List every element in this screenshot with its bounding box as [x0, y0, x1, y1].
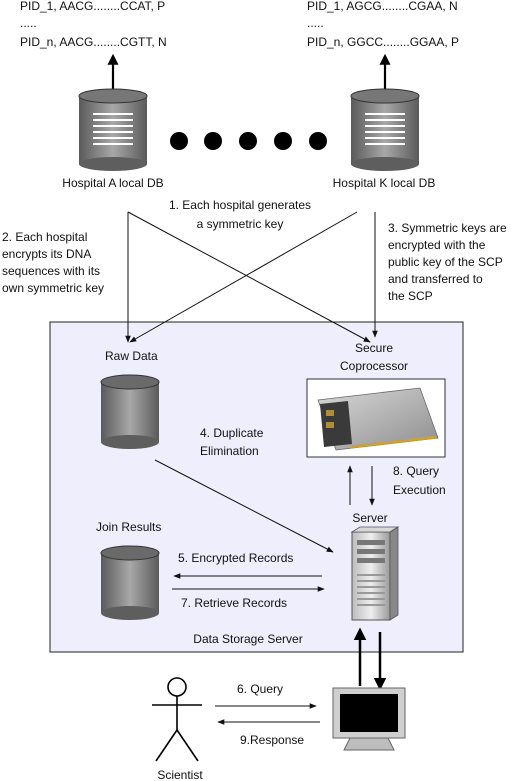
scp-label-line1: Secure — [355, 341, 393, 355]
raw-data-label: Raw Data — [105, 349, 158, 363]
step4-line: 4. Duplicate — [200, 426, 264, 440]
secure-coprocessor-image — [306, 378, 446, 458]
hospital-a-label: Hospital A local DB — [62, 176, 163, 190]
step6-label: 6. Query — [237, 682, 283, 696]
record-line: PID_n, GGCC........GGAA, P — [307, 35, 459, 49]
hospital-k-db-icon — [350, 88, 420, 171]
step9-label: 9.Response — [240, 733, 304, 747]
server-tower-icon — [350, 526, 400, 621]
arrow-k-to-raw-data — [129, 211, 358, 343]
step5-label: 5. Encrypted Records — [178, 551, 293, 565]
raw-data-db-icon — [100, 374, 160, 449]
server-label: Server — [352, 511, 387, 525]
step8-line: 8. Query — [393, 464, 439, 478]
step1-line: 1. Each hospital generates — [169, 198, 311, 212]
hospital-a-records: PID_1, AACG........CCAT, P ..... PID_n, … — [20, 0, 167, 49]
step2-line: own symmetric key — [2, 281, 104, 295]
record-line: ..... — [307, 16, 324, 30]
record-line: ..... — [20, 16, 37, 30]
storage-label: Data Storage Server — [193, 632, 302, 646]
step3-line: encrypted with the — [388, 238, 486, 252]
step1-line: a symmetric key — [197, 217, 284, 231]
arrow-a-to-scp — [127, 211, 371, 343]
step2-text: 2. Each hospital encrypts its DNA sequen… — [2, 230, 104, 295]
scp-label-line2: Coprocessor — [340, 359, 408, 373]
record-line: PID_n, AACG........CGTT, N — [20, 35, 167, 49]
record-line: PID_1, AGCG........CGAA, N — [307, 0, 458, 13]
hospital-a-db-icon — [78, 88, 148, 171]
step3-text: 3. Symmetric keys are encrypted with the… — [388, 221, 507, 303]
ellipsis-dots — [170, 132, 327, 150]
hospital-k-records: PID_1, AGCG........CGAA, N ..... PID_n, … — [307, 0, 459, 49]
scientist-label: Scientist — [157, 768, 203, 781]
step3-line: 3. Symmetric keys are — [388, 221, 507, 235]
record-line: PID_1, AACG........CCAT, P — [20, 0, 165, 13]
step2-line: encrypts its DNA — [2, 247, 91, 261]
join-results-db-icon — [100, 545, 160, 620]
step8-line: Execution — [393, 483, 446, 497]
scientist-figure-icon — [152, 677, 202, 762]
monitor-icon — [332, 687, 406, 751]
arrow-raw-to-server — [154, 459, 334, 553]
step2-line: 2. Each hospital — [2, 230, 87, 244]
step3-line: the SCP — [388, 289, 433, 303]
step2-line: sequences with its — [2, 264, 100, 278]
hospital-k-label: Hospital K local DB — [333, 176, 436, 190]
step4-line: Elimination — [200, 444, 259, 458]
step3-line: and transferred to — [388, 272, 483, 286]
step3-line: public key of the SCP — [388, 255, 503, 269]
step7-label: 7. Retrieve Records — [181, 596, 287, 610]
join-results-label: Join Results — [96, 520, 161, 534]
